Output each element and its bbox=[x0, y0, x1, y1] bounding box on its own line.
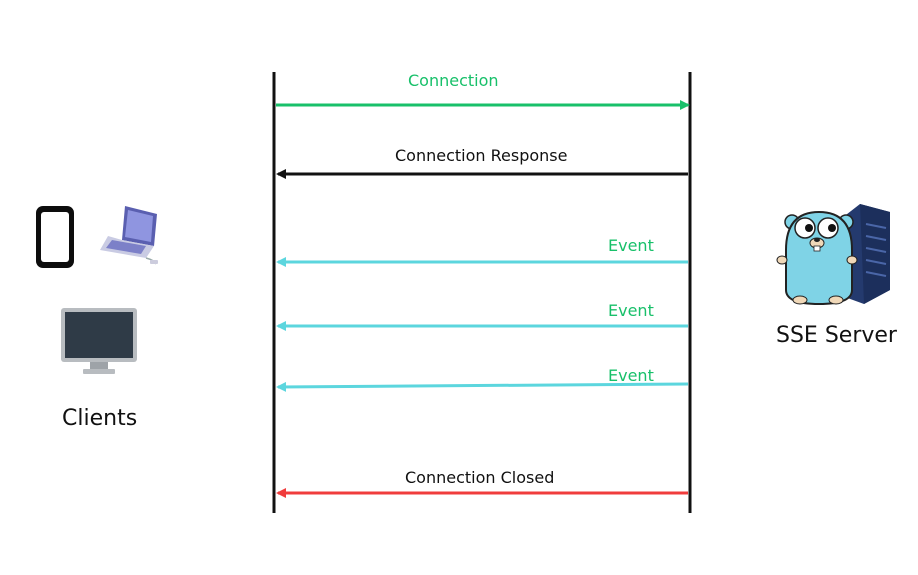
laptop-icon bbox=[100, 206, 158, 265]
message-arrow-event-3 bbox=[276, 381, 689, 392]
smartphone-icon bbox=[36, 206, 74, 268]
message-label-event-3: Event bbox=[608, 366, 654, 385]
clients-label: Clients bbox=[62, 406, 138, 431]
message-label-connection-response: Connection Response bbox=[395, 146, 568, 165]
server-rack-icon bbox=[842, 204, 890, 304]
message-label-connection: Connection bbox=[408, 71, 499, 90]
message-label-event-2: Event bbox=[608, 301, 654, 320]
message-label-connection-closed: Connection Closed bbox=[405, 468, 555, 487]
sse-server-label: SSE Server bbox=[776, 323, 897, 348]
message-label-event-1: Event bbox=[608, 236, 654, 255]
gopher-icon bbox=[776, 210, 858, 306]
monitor-icon bbox=[61, 308, 137, 374]
